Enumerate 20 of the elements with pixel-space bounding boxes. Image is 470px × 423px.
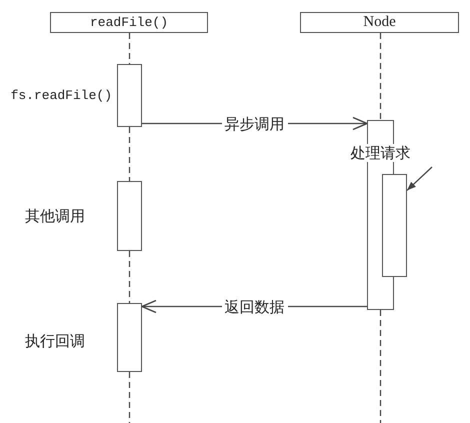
lifeline: [380, 33, 382, 120]
pointer-arrow: [406, 166, 432, 191]
participant-label: readFile(): [90, 16, 168, 29]
edge-label: 异步调用: [222, 114, 288, 132]
lifeline: [128, 251, 130, 303]
participant-label: Node: [363, 15, 396, 30]
lifeline: [128, 33, 130, 64]
activation-bar: [117, 303, 142, 372]
participant-box: [300, 12, 459, 33]
activation-bar: [117, 64, 142, 127]
lifeline: [128, 372, 130, 423]
edge-label: 返回数据: [222, 298, 288, 316]
lifeline: [128, 127, 130, 181]
step-label: 处理请求: [348, 144, 412, 162]
activation-bar: [117, 181, 142, 251]
step-label: 其他调用: [25, 207, 85, 225]
participant-box: [50, 12, 208, 33]
step-label: fs.readFile(): [10, 88, 112, 104]
lifeline: [380, 310, 382, 423]
step-label: 执行回调: [25, 332, 85, 350]
